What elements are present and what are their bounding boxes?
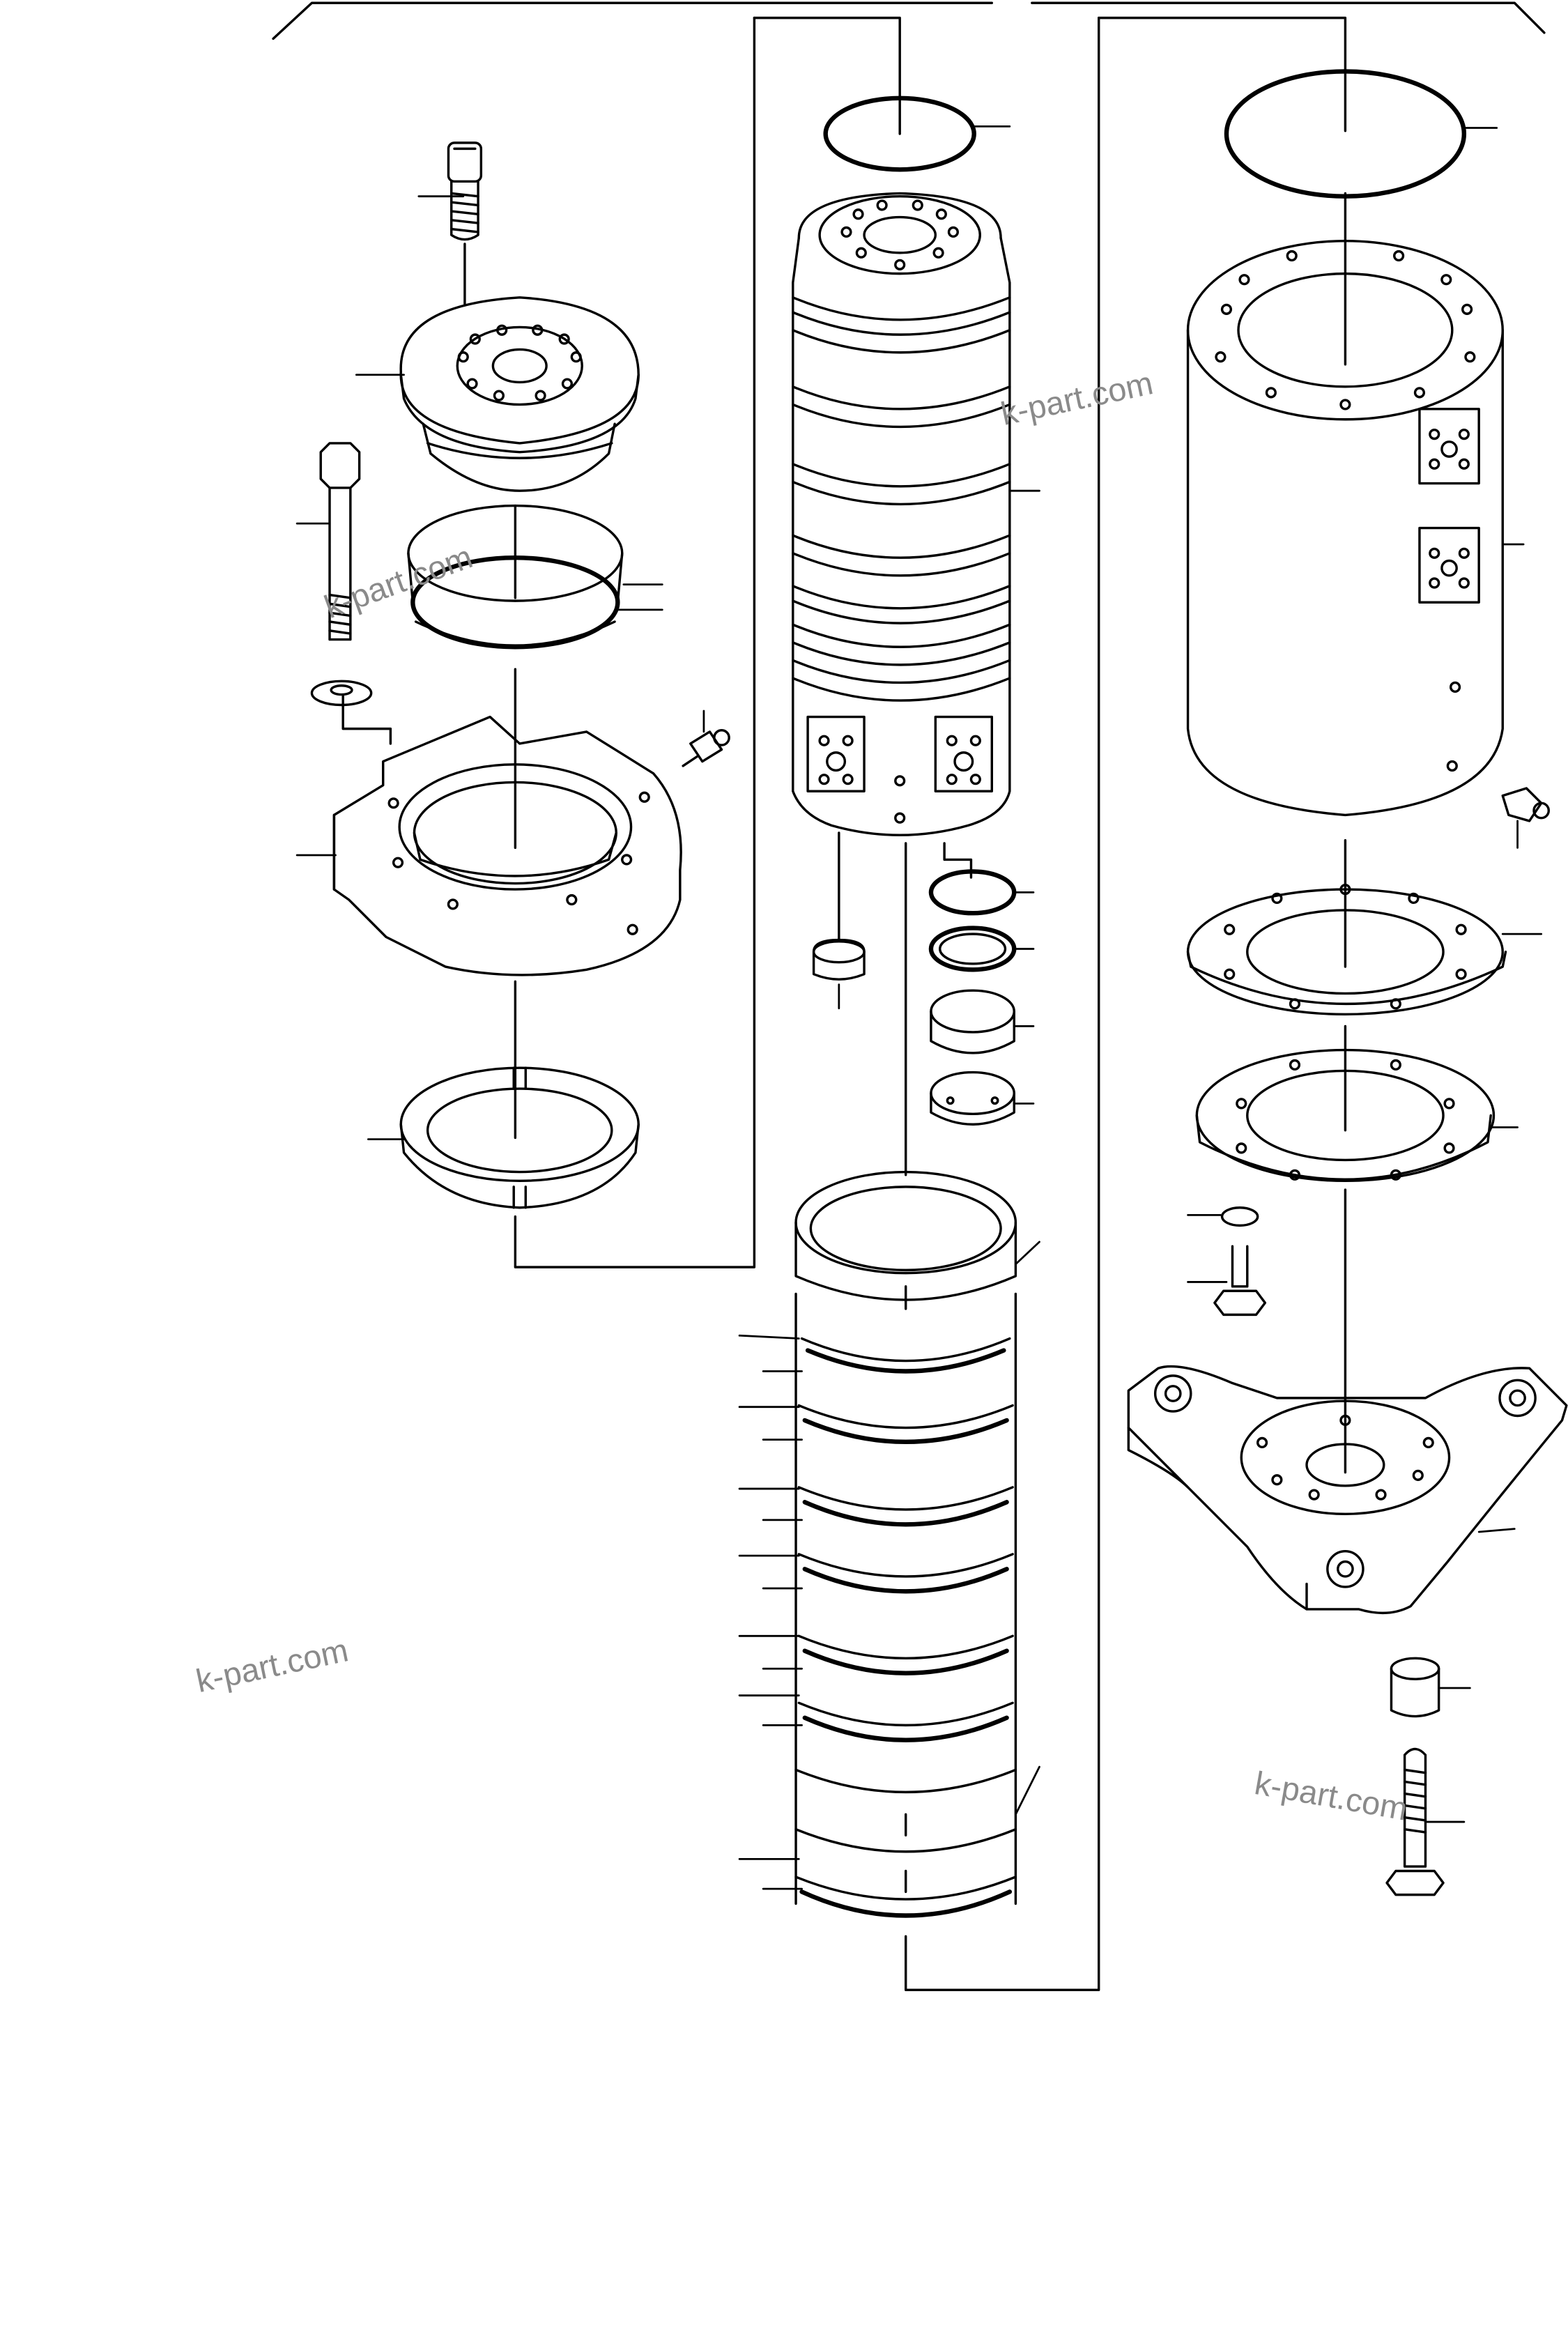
watermarks: k-part.com k-part.com k-part.com k-part.… bbox=[193, 365, 1411, 1827]
watermark-text: k-part.com bbox=[193, 1632, 351, 1699]
long-bolt bbox=[1385, 1747, 1445, 1896]
right-bolt bbox=[1213, 1245, 1267, 1317]
grease-fitting bbox=[682, 729, 730, 767]
right-washer bbox=[1220, 1206, 1259, 1227]
gasket-plate bbox=[1186, 883, 1507, 1016]
watermark-text: k-part.com bbox=[1252, 1765, 1411, 1827]
mounting-plate bbox=[1127, 1365, 1568, 1615]
housing bbox=[332, 715, 682, 976]
small-pistons bbox=[930, 989, 1015, 1126]
side-fitting bbox=[1501, 787, 1551, 822]
center-o-ring bbox=[823, 95, 976, 172]
spacer-bushing bbox=[1390, 1657, 1440, 1718]
end-cap bbox=[399, 296, 640, 492]
split-ring bbox=[399, 1066, 640, 1209]
rotor-shaft bbox=[792, 192, 1011, 836]
watermark-text: k-part.com bbox=[998, 365, 1156, 432]
hex-bolt bbox=[319, 442, 361, 641]
small-o-rings bbox=[928, 869, 1017, 972]
seal-ring-stack bbox=[794, 1170, 1017, 1918]
leader-lines bbox=[295, 125, 1543, 1890]
watermark-text: k-part.com bbox=[320, 538, 477, 625]
washer bbox=[310, 680, 373, 707]
assembly-brackets bbox=[341, 16, 1347, 1991]
frame-lines bbox=[272, 1, 1546, 40]
cap-screw bbox=[447, 141, 483, 358]
plug bbox=[812, 938, 866, 981]
